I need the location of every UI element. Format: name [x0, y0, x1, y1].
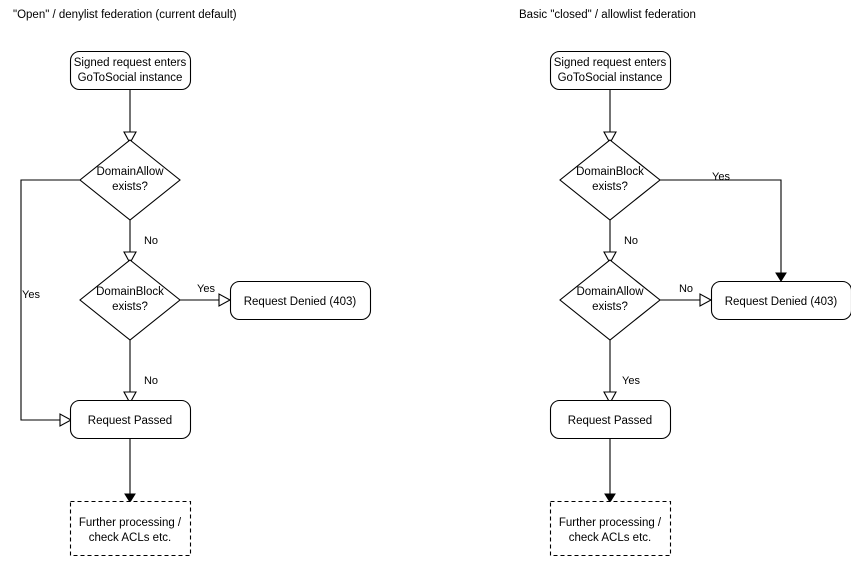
edge-label-domainblock-yes-closed: Yes [712, 171, 730, 183]
edge-domainallow-no-to-domainblock: No [123, 220, 158, 265]
node-label-start-closed-line2: GoToSocial instance [558, 72, 663, 84]
node-label-start-line1: Signed request enters [74, 57, 187, 69]
node-domainblock-exists[interactable]: DomainBlock exists? [79, 259, 181, 341]
node-label-domainblock-closed-line1: DomainBlock [576, 166, 644, 178]
node-request-passed-closed[interactable]: Request Passed [549, 399, 672, 440]
node-domainblock-exists-closed[interactable]: DomainBlock exists? [559, 139, 661, 221]
edge-label-domainallow-no: No [144, 235, 158, 247]
edge-request-passed-to-further-processing-closed [604, 438, 616, 503]
edge-domainblock-no-to-domainallow-closed: No [603, 220, 638, 265]
node-label-domainblock-line2: exists? [112, 301, 148, 313]
edge-domainblock-yes-to-request-denied-closed: Yes [660, 171, 787, 282]
edge-label-domainallow-yes-closed: Yes [622, 375, 640, 387]
node-label-start-closed-line1: Signed request enters [554, 57, 667, 69]
node-shape-domainallow [79, 139, 181, 221]
node-label-further-processing-line2: check ACLs etc. [89, 532, 171, 544]
node-signed-request-enters[interactable]: Signed request enters GoToSocial instanc… [69, 50, 192, 91]
node-label-further-processing-closed-line1: Further processing / [559, 517, 662, 529]
edge-domainblock-yes-to-request-denied: Yes [180, 283, 232, 307]
node-label-request-denied-closed: Request Denied (403) [725, 296, 838, 308]
edge-domainallow-no-to-request-denied-closed: No [660, 283, 713, 307]
node-shape-domainallow-closed [559, 259, 661, 341]
node-domainallow-exists[interactable]: DomainAllow exists? [79, 139, 181, 221]
column-title-open-denylist: "Open" / denylist federation (current de… [13, 9, 237, 21]
node-request-denied-closed[interactable]: Request Denied (403) [710, 280, 851, 321]
edge-domainallow-yes-to-request-passed-closed: Yes [603, 340, 640, 405]
column-closed-allowlist: Basic "closed" / allowlist federation Si… [519, 9, 851, 557]
node-shape-domainblock [79, 259, 181, 341]
node-request-denied[interactable]: Request Denied (403) [229, 280, 372, 321]
edge-label-domainblock-yes: Yes [197, 283, 215, 295]
column-open-denylist: "Open" / denylist federation (current de… [13, 9, 372, 557]
node-label-domainallow-line1: DomainAllow [96, 166, 164, 178]
edge-start-to-domainallow [123, 89, 137, 145]
edge-domainblock-no-to-request-passed: No [123, 340, 158, 405]
node-request-passed[interactable]: Request Passed [69, 399, 192, 440]
edge-label-domainblock-no: No [144, 375, 158, 387]
node-further-processing[interactable]: Further processing / check ACLs etc. [69, 500, 192, 557]
node-label-request-passed: Request Passed [88, 415, 172, 427]
node-shape-further-processing-closed [549, 500, 672, 557]
node-label-request-denied: Request Denied (403) [244, 296, 357, 308]
edge-start-to-domainblock-closed [603, 89, 617, 145]
edge-domainallow-yes-to-request-passed: Yes [20, 179, 80, 427]
node-shape-request-denied [229, 280, 372, 321]
node-label-domainblock-line1: DomainBlock [96, 286, 164, 298]
column-title-closed-allowlist: Basic "closed" / allowlist federation [519, 9, 696, 21]
node-label-domainblock-closed-line2: exists? [592, 181, 628, 193]
node-label-domainallow-closed-line1: DomainAllow [576, 286, 644, 298]
edge-request-passed-to-further-processing [124, 438, 136, 503]
node-shape-further-processing [69, 500, 192, 557]
edge-label-domainallow-no-closed: No [679, 283, 693, 295]
node-shape-domainblock-closed [559, 139, 661, 221]
edge-label-domainblock-no-closed: No [624, 235, 638, 247]
node-label-further-processing-line1: Further processing / [79, 517, 182, 529]
edge-label-domainallow-yes: Yes [22, 289, 40, 301]
node-label-further-processing-closed-line2: check ACLs etc. [569, 532, 651, 544]
node-label-start-line2: GoToSocial instance [78, 72, 183, 84]
node-signed-request-enters-closed[interactable]: Signed request enters GoToSocial instanc… [549, 50, 672, 91]
node-label-domainallow-closed-line2: exists? [592, 301, 628, 313]
node-label-domainallow-line2: exists? [112, 181, 148, 193]
node-further-processing-closed[interactable]: Further processing / check ACLs etc. [549, 500, 672, 557]
node-label-request-passed-closed: Request Passed [568, 415, 652, 427]
node-domainallow-exists-closed[interactable]: DomainAllow exists? [559, 259, 661, 341]
node-shape-request-denied-closed [710, 280, 851, 321]
